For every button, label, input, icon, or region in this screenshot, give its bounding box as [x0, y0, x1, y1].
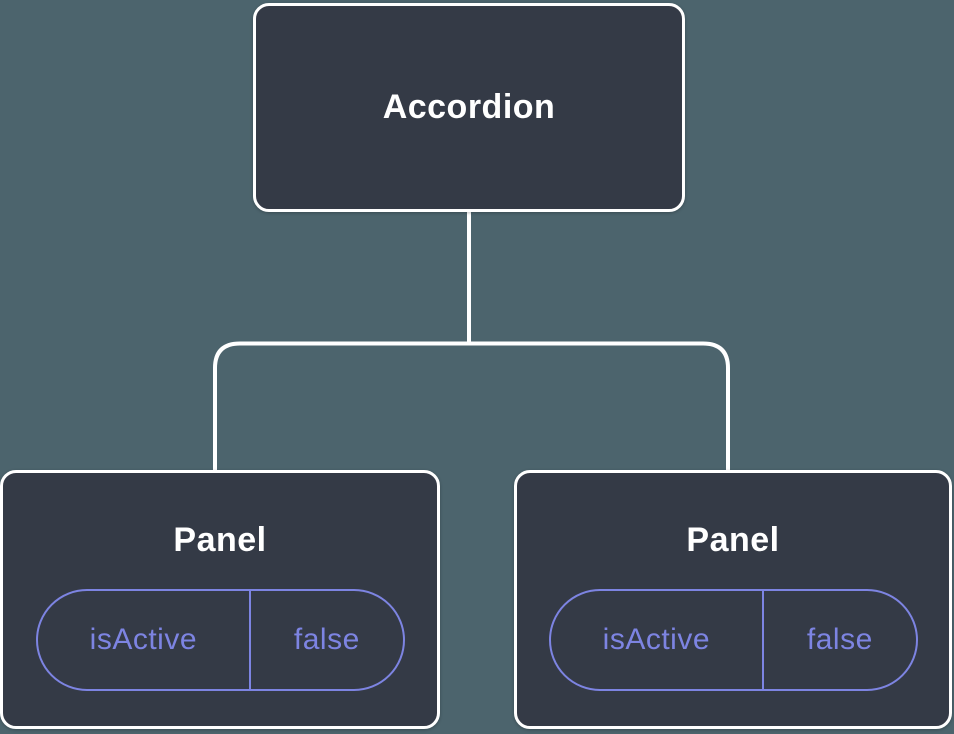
- state-value: false: [806, 623, 873, 656]
- node-panel-right: Panel isActive false: [514, 470, 952, 729]
- state-key: isActive: [551, 591, 765, 689]
- connector-branch: [213, 341, 730, 472]
- node-panel-left: Panel isActive false: [0, 470, 440, 729]
- node-accordion: Accordion: [253, 3, 685, 212]
- node-accordion-label: Accordion: [382, 88, 556, 126]
- state-key: isActive: [38, 591, 252, 689]
- node-panel-right-label: Panel: [686, 521, 780, 559]
- node-panel-left-label: Panel: [173, 521, 267, 559]
- state-pill: isActive false: [35, 589, 405, 691]
- state-pill: isActive false: [548, 589, 918, 691]
- state-value: false: [293, 623, 360, 656]
